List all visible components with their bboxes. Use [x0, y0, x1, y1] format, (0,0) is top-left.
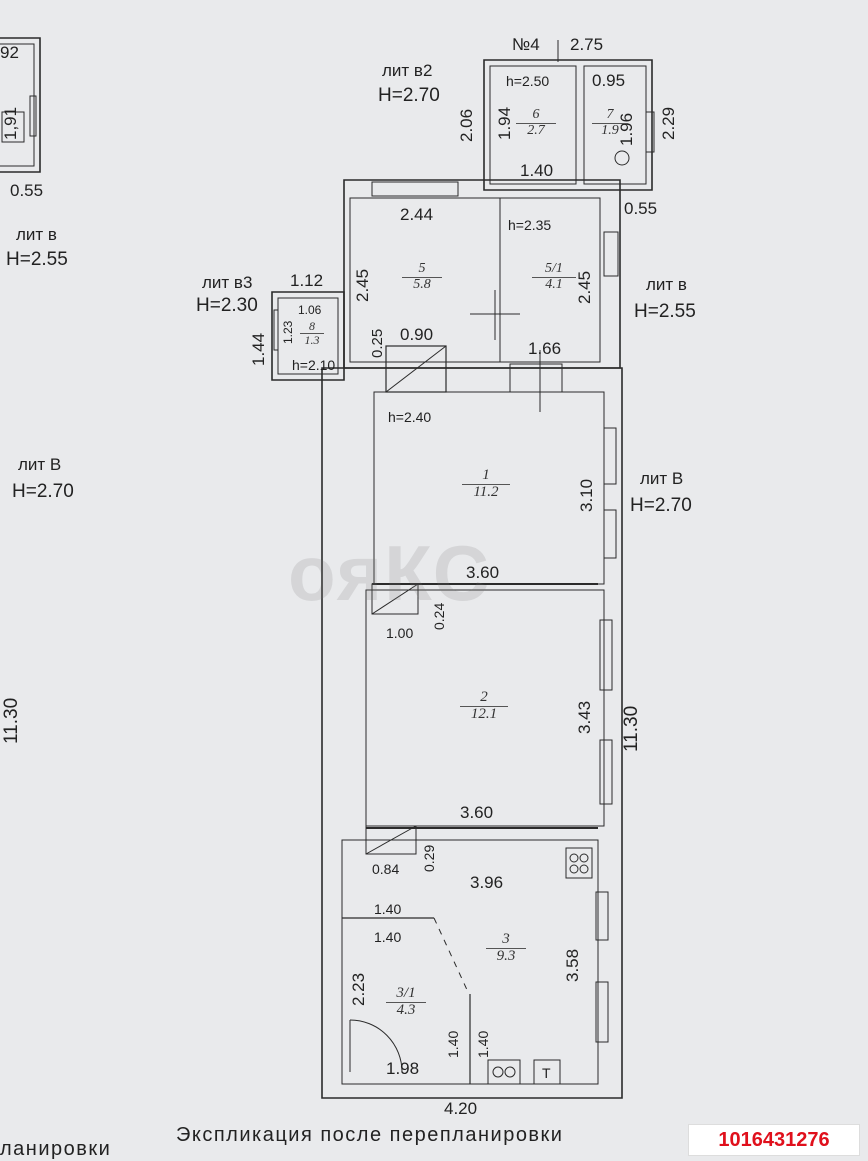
dim-343: 3.43 — [575, 700, 594, 734]
dim-198: 1.98 — [386, 1059, 420, 1078]
room-5-1: 5/1 4.1 — [532, 261, 576, 293]
dim-310: 3.10 — [577, 478, 596, 512]
dim-140-v2: 1.40 — [475, 1030, 491, 1058]
room-1: 1 11.2 — [462, 467, 510, 501]
room-8-area: 1.3 — [300, 332, 324, 347]
lit-v2: лит в2 — [382, 61, 433, 80]
height-right-255: H=2.55 — [634, 301, 696, 322]
dim-360-b: 3.60 — [460, 803, 494, 822]
label-no4: №4 — [512, 35, 540, 54]
dim-245-right: 2.45 — [575, 270, 594, 304]
room-6: 6 2.7 — [516, 107, 556, 139]
room-3-1: 3/1 4.3 — [386, 985, 426, 1019]
dim-140-a: 1.40 — [374, 901, 402, 917]
dim-223: 2.23 — [349, 972, 368, 1006]
height-left-255: H=2.55 — [6, 249, 68, 270]
room-3-num: 3 — [502, 931, 510, 947]
caption-left: ланировки — [0, 1138, 112, 1160]
room-3-area: 9.3 — [486, 947, 526, 965]
h-240: h=2.40 — [388, 409, 432, 425]
height-right-270: H=2.70 — [630, 495, 692, 516]
h-210: h=2.10 — [292, 357, 336, 373]
room-5-area: 5.8 — [402, 276, 442, 293]
room-7-area: 1.9 — [592, 122, 628, 139]
room-7-num: 7 — [606, 107, 614, 122]
room-3: 3 9.3 — [486, 931, 526, 965]
lit-V-left: лит В — [18, 455, 62, 474]
room-5-num: 5 — [418, 261, 426, 276]
dim-100: 1.00 — [386, 625, 414, 641]
dim-140-b: 1.40 — [374, 929, 402, 945]
dim-029: 0.29 — [421, 844, 437, 872]
top-left-num: 92 — [0, 43, 19, 62]
dim-420: 4.20 — [444, 1099, 478, 1118]
room-6-num: 6 — [532, 107, 540, 122]
room-2-num: 2 — [480, 689, 488, 705]
height-left-270: H=2.70 — [12, 481, 74, 502]
appliance-t: T — [542, 1065, 551, 1081]
height-v3: H=2.30 — [196, 295, 258, 316]
dim-140-v1: 1.40 — [445, 1030, 461, 1058]
room-1-area: 11.2 — [462, 483, 510, 501]
room-2: 2 12.1 — [460, 689, 508, 723]
height-v2: H=2.70 — [378, 85, 440, 106]
dim-106: 1.06 — [298, 303, 322, 317]
dim-360-a: 3.60 — [466, 563, 500, 582]
dim-090: 0.90 — [400, 325, 434, 344]
top-left-dim: 1,91 — [1, 106, 20, 140]
room-7: 7 1.9 — [592, 107, 628, 139]
room-2-area: 12.1 — [460, 705, 508, 723]
listing-id: 1016431276 — [688, 1124, 860, 1156]
dim-396: 3.96 — [470, 873, 504, 892]
room-5-1-num: 5/1 — [545, 261, 563, 276]
dim-084: 0.84 — [372, 861, 400, 877]
room-5: 5 5.8 — [402, 261, 442, 293]
dim-055-left: 0.55 — [10, 181, 44, 200]
lit-v-left: лит в — [16, 225, 57, 244]
h-235: h=2.35 — [508, 217, 552, 233]
dim-140-top: 1.40 — [520, 161, 554, 180]
h-250: h=2.50 — [506, 73, 550, 89]
room-6-area: 2.7 — [516, 122, 556, 139]
room-8-num: 8 — [309, 319, 315, 333]
dim-166: 1.66 — [528, 339, 562, 358]
dim-194: 1.94 — [495, 106, 514, 140]
room-8: 8 1.3 — [300, 320, 324, 346]
dim-055-right: 0.55 — [624, 199, 658, 218]
room-3-1-num: 3/1 — [396, 985, 416, 1001]
dim-275: 2.75 — [570, 35, 604, 54]
room-5-1-area: 4.1 — [532, 276, 576, 293]
dim-095: 0.95 — [592, 71, 626, 90]
room-3-1-area: 4.3 — [386, 1001, 426, 1019]
dim-244: 2.44 — [400, 205, 434, 224]
dim-123: 1.23 — [281, 320, 295, 344]
dim-025: 0.25 — [369, 328, 386, 358]
lit-V-right: лит В — [640, 469, 684, 488]
caption: Экспликация после перепланировки — [176, 1124, 564, 1146]
dim-left-1130: 11.30 — [1, 697, 22, 744]
dim-112: 1.12 — [290, 271, 324, 290]
dim-206: 2.06 — [457, 108, 476, 142]
watermark: ояКС — [288, 529, 492, 617]
room-1-num: 1 — [482, 467, 490, 483]
dim-245-left: 2.45 — [353, 268, 372, 302]
lit-v3: лит в3 — [202, 273, 253, 292]
dim-229: 2.29 — [659, 106, 678, 140]
dim-144: 1.44 — [249, 332, 268, 366]
lit-v-right: лит в — [646, 275, 687, 294]
dim-358: 3.58 — [563, 948, 582, 982]
dim-right-1130: 11.30 — [621, 705, 642, 752]
